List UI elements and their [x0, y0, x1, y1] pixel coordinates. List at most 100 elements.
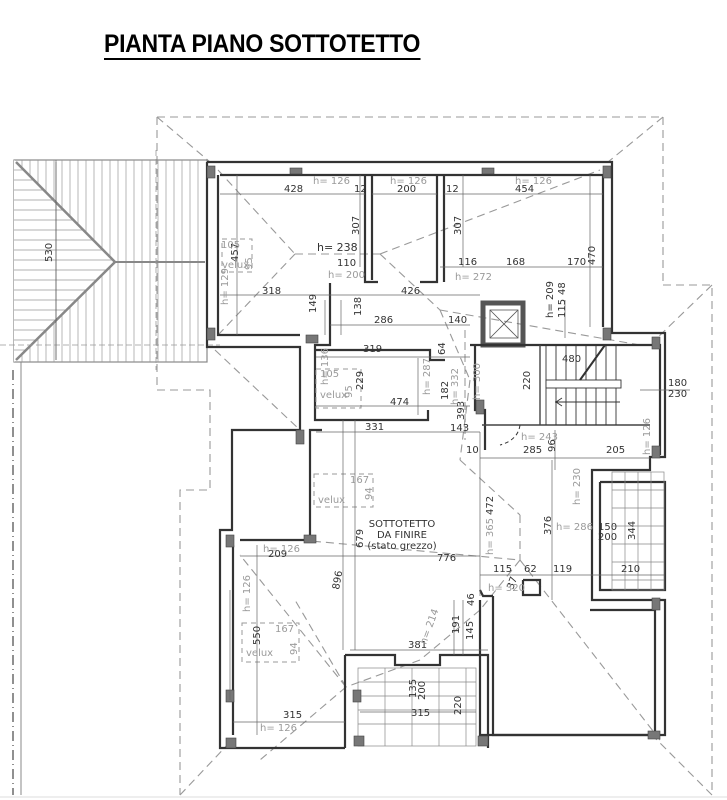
staircase [545, 344, 622, 425]
svg-text:105: 105 [320, 369, 339, 380]
svg-text:428: 428 [284, 184, 303, 195]
room-label: SOTTOTETTO DA FINIRE (stato grezzo) [367, 519, 436, 552]
svg-text:145: 145 [465, 621, 476, 640]
svg-text:h= 230: h= 230 [572, 468, 583, 505]
svg-text:h= 126: h= 126 [242, 575, 253, 612]
svg-text:h= 300: h= 300 [472, 363, 483, 400]
svg-text:h= 126: h= 126 [515, 176, 552, 187]
svg-text:115: 115 [493, 564, 512, 575]
svg-text:230: 230 [668, 389, 687, 400]
svg-text:168: 168 [506, 257, 525, 268]
svg-text:209: 209 [268, 549, 287, 560]
svg-text:h= 243: h= 243 [521, 432, 558, 443]
svg-text:285: 285 [523, 445, 542, 456]
svg-text:h= 286: h= 286 [556, 522, 593, 533]
balcony-tiles [357, 667, 477, 747]
svg-text:116: 116 [458, 257, 477, 268]
svg-text:381: 381 [408, 640, 427, 651]
svg-text:64: 64 [437, 342, 448, 355]
height-labels: h= 126 h= 126 h= 126 h= 238 h= 200 h= 27… [220, 176, 653, 734]
svg-text:180: 180 [668, 378, 687, 389]
svg-text:472: 472 [485, 496, 496, 515]
svg-text:(stato grezzo): (stato grezzo) [367, 541, 436, 552]
svg-text:205: 205 [606, 445, 625, 456]
svg-text:143: 143 [450, 423, 469, 434]
svg-text:331: 331 [365, 422, 384, 433]
svg-text:319: 319 [363, 344, 382, 355]
svg-text:170: 170 [567, 257, 586, 268]
svg-text:200: 200 [397, 184, 416, 195]
svg-text:94: 94 [364, 487, 375, 500]
svg-text:12: 12 [354, 184, 367, 195]
svg-text:h= 126: h= 126 [313, 176, 350, 187]
svg-text:velux: velux [246, 648, 273, 659]
svg-text:119: 119 [553, 564, 572, 575]
svg-text:200: 200 [417, 681, 428, 700]
svg-text:velux: velux [222, 260, 249, 271]
svg-text:velux: velux [318, 495, 345, 506]
svg-text:h= 209: h= 209 [545, 281, 556, 318]
svg-text:h= 320: h= 320 [488, 583, 525, 594]
svg-text:SOTTOTETTO: SOTTOTETTO [369, 519, 436, 530]
svg-text:h= 287: h= 287 [422, 358, 433, 395]
svg-text:10: 10 [466, 445, 479, 456]
svg-text:474: 474 [390, 397, 409, 408]
svg-text:470: 470 [587, 246, 598, 265]
svg-text:h= 126: h= 126 [642, 418, 653, 455]
svg-text:149: 149 [308, 294, 319, 313]
svg-text:167: 167 [275, 624, 294, 635]
svg-text:307: 307 [453, 216, 464, 235]
door-swings [499, 424, 521, 446]
svg-text:h= 365: h= 365 [485, 518, 496, 555]
svg-text:530: 530 [44, 243, 55, 262]
svg-text:37: 37 [505, 575, 520, 591]
dimension-lines [55, 160, 690, 735]
svg-text:135: 135 [408, 679, 419, 698]
svg-text:220: 220 [522, 371, 533, 390]
svg-text:110: 110 [337, 258, 356, 269]
walls [205, 160, 667, 750]
svg-text:776: 776 [437, 553, 456, 564]
svg-text:457: 457 [230, 243, 241, 262]
svg-text:550: 550 [252, 626, 263, 645]
velux-windows [221, 238, 374, 663]
left-roof-hatch [0, 150, 220, 795]
svg-text:167: 167 [350, 475, 369, 486]
elevator [489, 309, 519, 339]
svg-text:896: 896 [331, 570, 345, 591]
svg-text:454: 454 [515, 184, 534, 195]
svg-text:315: 315 [283, 710, 302, 721]
svg-text:150: 150 [598, 522, 617, 533]
svg-text:h= 200: h= 200 [328, 270, 365, 281]
svg-text:h= 214: h= 214 [418, 608, 441, 647]
svg-text:96: 96 [547, 439, 558, 452]
svg-text:h= 272: h= 272 [455, 272, 492, 283]
svg-text:182: 182 [440, 381, 451, 400]
svg-text:229: 229 [355, 371, 366, 390]
terrace-tiles [611, 471, 665, 591]
svg-text:48: 48 [557, 282, 568, 295]
svg-text:DA FINIRE: DA FINIRE [377, 530, 427, 541]
roof-outline [156, 116, 713, 796]
svg-text:95: 95 [244, 257, 255, 270]
svg-text:94: 94 [289, 642, 300, 655]
svg-text:46: 46 [466, 593, 477, 606]
svg-text:220: 220 [453, 696, 464, 715]
svg-text:12: 12 [446, 184, 459, 195]
svg-text:140: 140 [448, 315, 467, 326]
svg-text:200: 200 [598, 532, 617, 543]
svg-text:h= 238: h= 238 [317, 241, 358, 254]
page-title: PIANTA PIANO SOTTOTETTO [104, 30, 421, 60]
svg-text:138: 138 [353, 297, 364, 316]
columns [206, 165, 661, 749]
svg-text:344: 344 [627, 521, 638, 540]
svg-text:315: 315 [411, 708, 430, 719]
svg-text:62: 62 [524, 564, 537, 575]
svg-text:318: 318 [262, 286, 281, 297]
svg-text:376: 376 [543, 516, 554, 535]
svg-text:h= 129: h= 129 [220, 268, 231, 305]
svg-text:679: 679 [355, 529, 366, 548]
svg-text:95: 95 [344, 385, 355, 398]
svg-text:105: 105 [221, 240, 240, 251]
